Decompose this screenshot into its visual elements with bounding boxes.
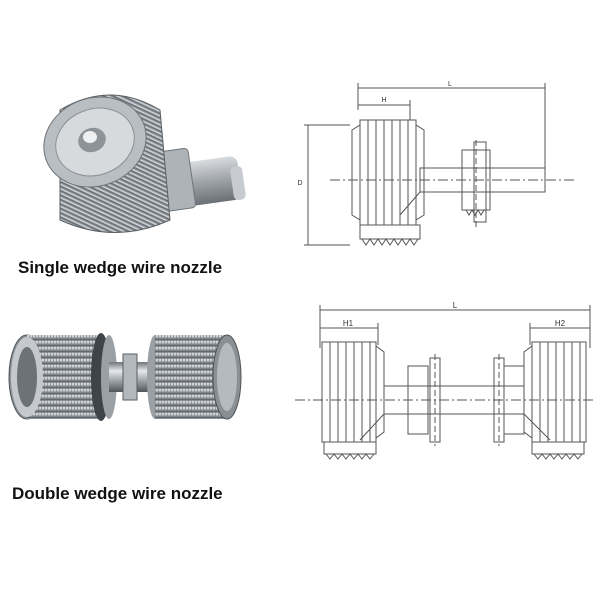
wedge-wire-screen (43, 94, 171, 233)
left-nut (407, 365, 429, 435)
double-nozzle-photo (5, 322, 250, 442)
left-screen-slots (329, 342, 371, 442)
double-nozzle-image (8, 333, 242, 421)
single-nozzle-photo (20, 70, 260, 240)
shaft (419, 167, 546, 193)
left-screen (8, 333, 117, 421)
base-teeth (361, 238, 419, 246)
right-screen (147, 334, 242, 420)
single-nozzle-drawing: L H D (290, 80, 590, 260)
right-screen-slots (539, 342, 581, 442)
single-nozzle-image (43, 94, 246, 233)
diameter-label: D (297, 180, 302, 187)
h1-label: H1 (343, 319, 354, 328)
single-nozzle-caption: Single wedge wire nozzle (18, 258, 223, 277)
h2-label: H2 (555, 319, 566, 328)
length-label: L (453, 301, 458, 310)
screen-slots (367, 120, 409, 225)
double-nozzle-caption: Double wedge wire nozzle (12, 484, 223, 503)
double-nozzle-drawing: L H1 H2 (290, 300, 595, 470)
length-label: L (448, 81, 452, 88)
height-label: H (381, 97, 386, 104)
